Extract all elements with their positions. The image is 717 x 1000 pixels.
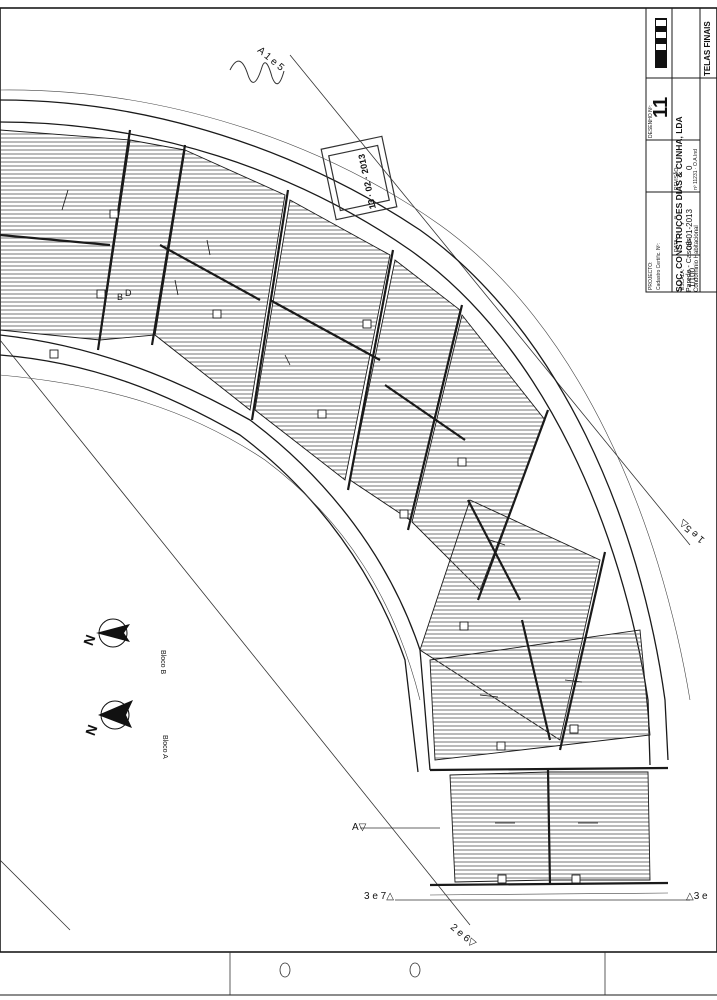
sheet-title: TELAS FINAIS [703,21,712,76]
north-arrow-a [98,700,133,730]
section-marker-3e7: 3 e 7△ [364,891,394,902]
section-marker-3e-right: △3 e [686,891,708,902]
approval-stamp [320,135,398,221]
bloco-a-label: Bloco A [161,735,168,759]
bottom-strip [229,952,606,995]
section-marker-a: A▽ [352,822,367,833]
project-name: Condominio Habitacional [694,225,700,292]
title-block [645,7,717,293]
desenho-value: 11 [650,96,672,118]
beams [0,129,669,887]
bloco-b-label: Bloco B [159,650,166,675]
registo-text: nº 11231 · O.A.Ind [693,149,699,190]
building-outline [0,99,669,773]
section-lines [0,54,691,931]
logo [655,18,667,68]
cadastro-label: Cadastro Certific. Nº: [656,243,662,290]
small-label-d: D [125,288,132,298]
columns [49,209,581,884]
small-label-b: B [117,292,124,302]
slab-panels [0,129,651,883]
location-text: Parede - Cascais [686,238,693,292]
dimension-lines [0,89,691,896]
projecto-label: PROJECTO: [648,261,654,290]
north-arrow-b [96,618,130,648]
slab-arrows [61,189,598,824]
company-name: SOC. CONSTRUÇÕES DIAS & CUNHA, LDA [674,116,684,292]
sheet-border [0,7,717,953]
signature [229,60,285,85]
